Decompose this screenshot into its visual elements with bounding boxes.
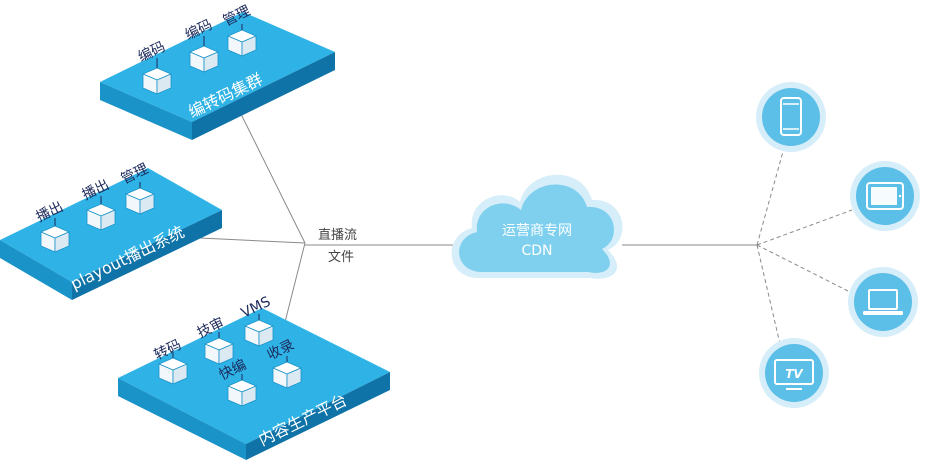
device-lines <box>756 147 853 345</box>
device-tv: TV <box>759 338 829 408</box>
module-box <box>141 58 173 95</box>
line-to-tablet <box>756 209 853 246</box>
connector-lines <box>199 107 757 331</box>
tv-icon: TV <box>774 359 814 390</box>
line-playout-to-hub <box>199 237 306 244</box>
module-box <box>243 314 275 347</box>
tv-label: TV <box>785 367 804 381</box>
line-to-laptop <box>756 244 851 293</box>
module-box <box>226 374 258 407</box>
cdn-cloud: 运营商专网 CDN <box>451 174 623 279</box>
platform-top <box>100 12 335 122</box>
module-box <box>157 352 189 385</box>
module-box <box>124 182 156 215</box>
platform-top <box>118 308 390 444</box>
platform-front <box>0 240 72 300</box>
module-box <box>203 332 235 365</box>
module-box <box>85 196 117 231</box>
laptop-icon <box>863 289 903 315</box>
device-tablet <box>850 161 920 231</box>
device-laptop <box>848 267 918 337</box>
line-to-phone <box>756 147 785 246</box>
platform-side <box>246 372 390 460</box>
line-to-tv <box>756 244 781 345</box>
module-box <box>226 24 258 57</box>
platform-front <box>100 82 192 140</box>
module-box <box>39 218 71 253</box>
platform-side <box>192 52 335 140</box>
module-box <box>188 36 220 73</box>
module-box <box>271 356 303 389</box>
line-transcode-to-hub <box>237 107 306 244</box>
platform-playout: playout播出系统 播出 播出 管理 <box>0 161 222 300</box>
platform-content-production: 内容生产平台 转码 技审 VMS <box>118 294 390 460</box>
cdn-label-line1: 运营商专网 <box>502 223 572 239</box>
link-label-line1: 直播流 <box>318 228 357 243</box>
platform-front <box>118 378 246 460</box>
cloud-body <box>459 184 614 273</box>
line-content-to-hub <box>282 242 306 331</box>
cdn-label-line2: CDN <box>521 243 552 259</box>
device-phone <box>756 82 826 152</box>
phone-icon <box>780 97 802 136</box>
tablet-icon <box>866 182 904 210</box>
link-label-line2: 文件 <box>328 250 354 265</box>
platform-transcode-cluster: 编转码集群 编码 编码 管理 <box>100 3 335 140</box>
platform-side <box>72 210 222 300</box>
